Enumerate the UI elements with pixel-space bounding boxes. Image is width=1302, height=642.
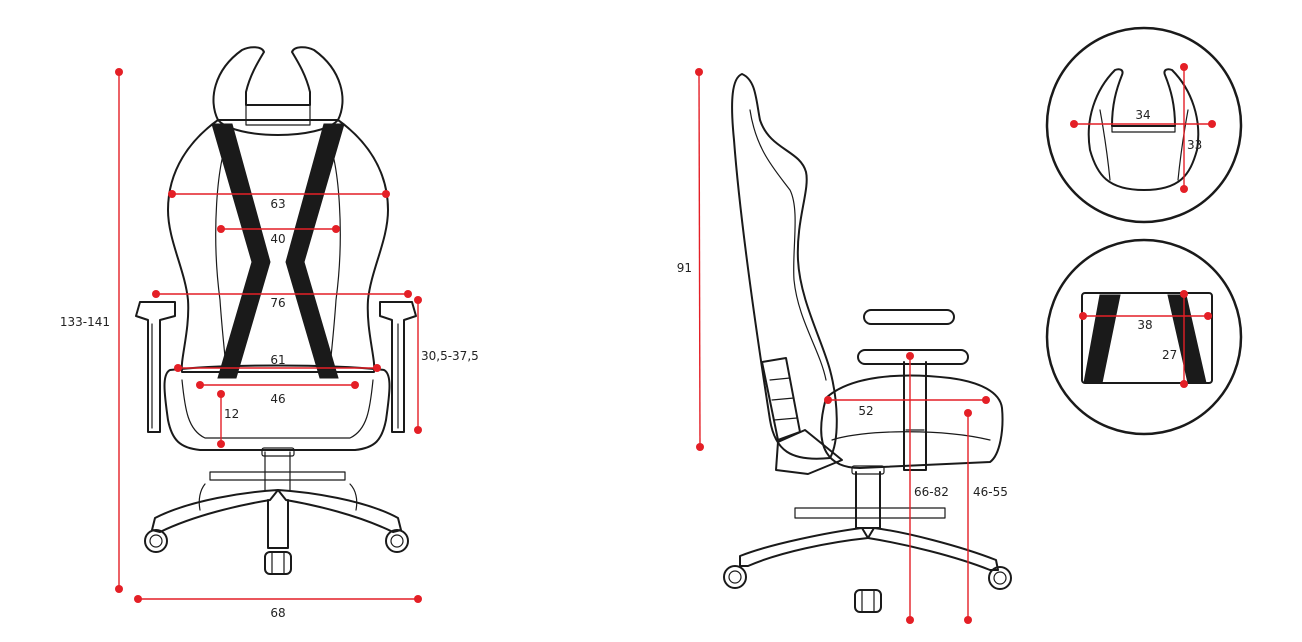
label-armrest-floor-height: 66-82	[914, 485, 949, 499]
front-dimension-labels: 133-141 68 63 40 76 61 46 12 30,5-37,5	[60, 197, 479, 620]
label-seat-floor-height: 46-55	[973, 485, 1008, 499]
label-seat-depth: 52	[858, 404, 873, 418]
front-stripe-left	[211, 123, 271, 379]
front-seat	[163, 364, 391, 451]
front-stripe-right	[285, 123, 345, 379]
front-headrest	[212, 46, 344, 136]
label-armrest-span: 76	[270, 296, 285, 310]
label-headrest-height: 33	[1187, 138, 1202, 152]
side-dimension-labels: 91 52 66-82 46-55	[677, 261, 1008, 499]
side-seat	[820, 374, 1004, 469]
front-backrest	[167, 119, 389, 373]
label-width: 68	[270, 606, 285, 620]
front-view-chair	[135, 46, 417, 575]
label-lumbar-height: 27	[1162, 348, 1177, 362]
side-dimensions	[695, 68, 990, 624]
side-backrest	[731, 73, 838, 460]
label-backrest-inner-width: 40	[270, 232, 285, 246]
side-view-chair	[723, 73, 1012, 613]
side-armrests	[857, 309, 969, 471]
front-base	[144, 447, 409, 575]
side-base	[723, 465, 1012, 613]
headrest-detail: 34 33	[1045, 26, 1243, 224]
label-backrest-height: 91	[677, 261, 692, 275]
label-seat-width-inner: 46	[270, 392, 285, 406]
label-backrest-width: 63	[270, 197, 285, 211]
label-overall-height: 133-141	[60, 315, 110, 329]
label-headrest-width: 34	[1135, 108, 1150, 122]
lumbar-detail: 38 27	[1045, 238, 1243, 436]
label-lumbar-width: 38	[1137, 318, 1152, 332]
label-armrest-height: 30,5-37,5	[421, 349, 479, 363]
front-armrests	[135, 301, 417, 433]
label-seat-cushion-height: 12	[224, 407, 239, 421]
front-dimensions	[115, 68, 422, 603]
label-seat-width-outer: 61	[270, 353, 285, 367]
